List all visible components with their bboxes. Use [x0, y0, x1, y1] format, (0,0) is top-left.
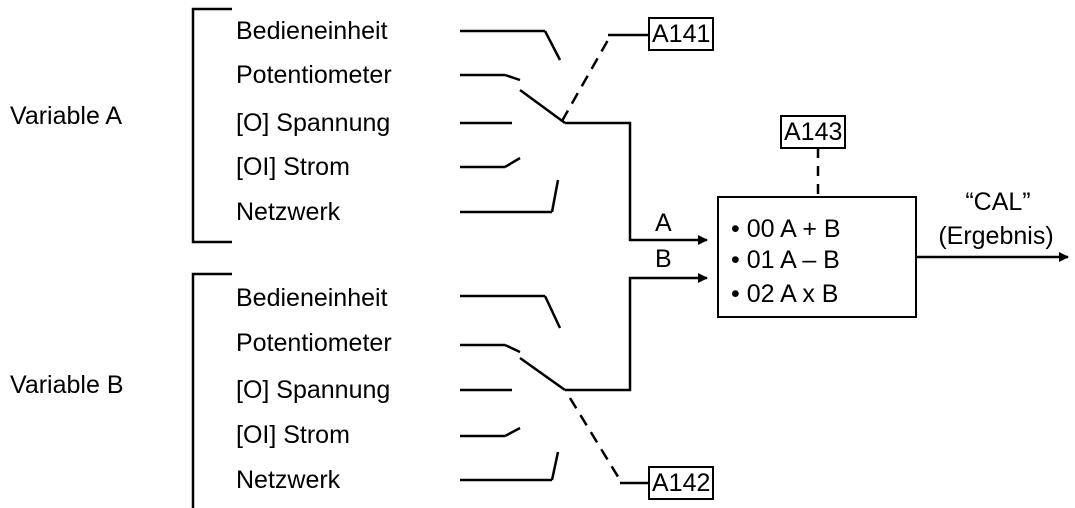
variable-a-label: Variable A — [10, 102, 123, 130]
param-link-a142 — [568, 397, 622, 481]
signal-line-a — [565, 121, 708, 245]
input-b-potentiometer: Potentiometer — [236, 329, 392, 357]
switch-contact-a-5 — [550, 179, 560, 213]
input-a-potentiometer: Potentiometer — [236, 61, 392, 89]
signal-label-a: A — [655, 209, 672, 237]
switch-contact-a-2 — [504, 73, 521, 82]
signal-line-b — [565, 273, 708, 392]
switch-contact-a-1 — [543, 30, 562, 61]
switch-contact-b-2 — [504, 343, 521, 354]
bracket-a — [191, 7, 232, 244]
input-b-bedieneinheit: Bedieneinheit — [236, 284, 388, 312]
calculation-block: • 00 A + B • 01 A – B • 02 A x B — [717, 196, 917, 318]
variable-b-label: Variable B — [10, 371, 124, 399]
switch-contact-a-4 — [504, 156, 521, 169]
input-a-netzwerk: Netzwerk — [236, 198, 341, 226]
switch-blade-a — [519, 88, 566, 125]
switch-contact-b-5 — [550, 451, 560, 481]
switch-contact-b-4 — [504, 426, 521, 438]
input-b-strom: [OI] Strom — [236, 421, 350, 449]
input-a-spannung: [O] Spannung — [236, 109, 391, 137]
input-b-netzwerk: Netzwerk — [236, 466, 341, 494]
signal-label-b: B — [655, 245, 672, 273]
output-label-ergebnis: (Ergebnis) — [938, 222, 1054, 250]
operation-add: • 00 A + B — [731, 215, 841, 243]
operation-multiply: • 02 A x B — [731, 280, 839, 308]
bracket-b — [191, 272, 232, 508]
operation-subtract: • 01 A – B — [731, 246, 840, 274]
param-a142: A142 — [648, 466, 715, 500]
output-label-cal: “CAL” — [965, 188, 1031, 216]
input-b-spannung: [O] Spannung — [236, 376, 391, 404]
input-a-bedieneinheit: Bedieneinheit — [236, 17, 388, 45]
input-a-strom: [OI] Strom — [236, 153, 350, 181]
param-a141: A141 — [648, 17, 715, 51]
switch-blade-b — [519, 356, 566, 392]
switch-contact-b-1 — [543, 295, 562, 329]
param-a143: A143 — [780, 115, 847, 149]
param-link-a141 — [560, 39, 610, 122]
